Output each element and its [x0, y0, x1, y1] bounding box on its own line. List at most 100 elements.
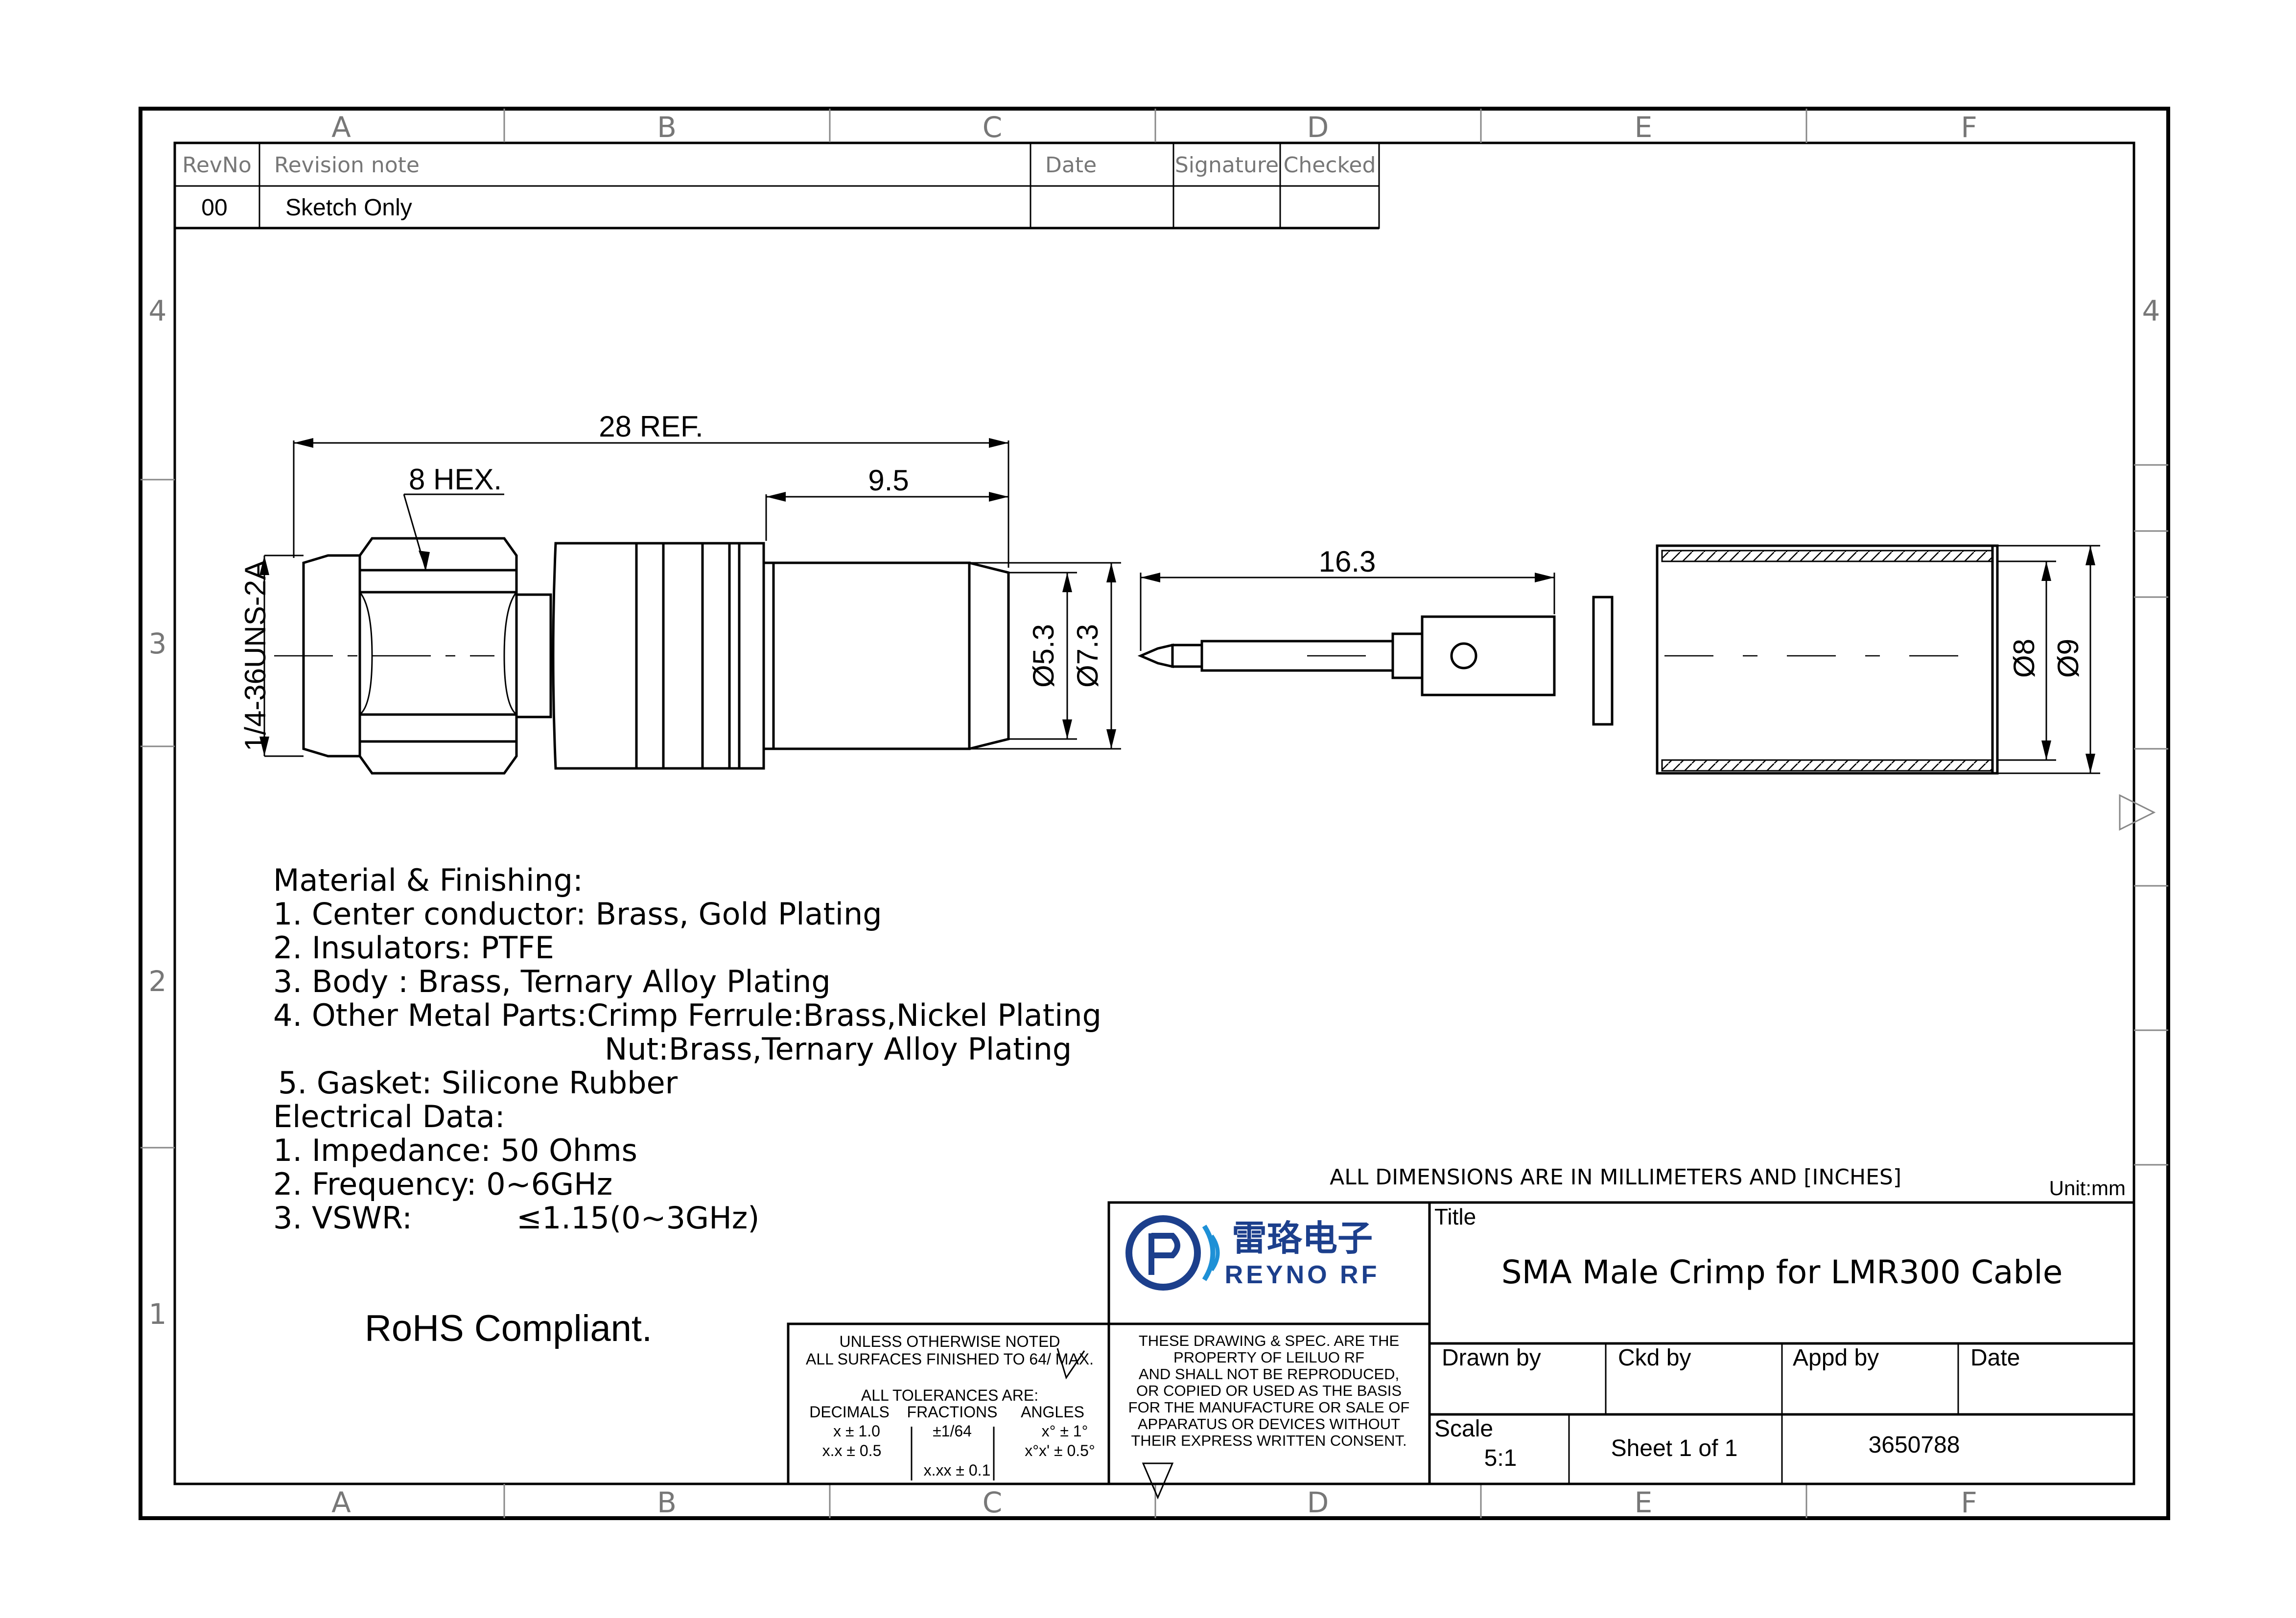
- zone-ticks-top: [503, 109, 1807, 143]
- connector-body: [274, 537, 1010, 775]
- notes-material-4: 4. Other Metal Parts:Crimp Ferrule:Brass…: [273, 997, 1101, 1033]
- zone-col-c-bottom: C: [983, 1486, 1003, 1519]
- property-notice-line: OR COPIED OR USED AS THE BASIS: [1136, 1382, 1402, 1399]
- dim-crimp-length: [765, 492, 1008, 541]
- logo-chinese: 雷珞电子: [1232, 1218, 1373, 1259]
- logo-english: REYNO RF: [1225, 1261, 1380, 1289]
- tol-line2: ALL SURFACES FINISHED TO 64/ MAX.: [806, 1350, 1094, 1368]
- zone-row-1-left: 1: [149, 1297, 167, 1331]
- tol-dec2: x.x ± 0.5: [822, 1442, 882, 1459]
- drawing-title: SMA Male Crimp for LMR300 Cable: [1501, 1253, 2063, 1291]
- tol-frac2: x.xx ± 0.1: [924, 1461, 991, 1479]
- appd-by-label: Appd by: [1793, 1345, 1879, 1371]
- center-pin: [1137, 615, 1556, 696]
- all-dimensions-note: ALL DIMENSIONS ARE IN MILLIMETERS AND [I…: [1330, 1165, 1901, 1190]
- part-number: 3650788: [1869, 1432, 1960, 1458]
- dim-pin-length: [1140, 573, 1555, 651]
- dim-crimp-label: 9.5: [868, 464, 909, 497]
- property-notice-line: THEIR EXPRESS WRITTEN CONSENT.: [1131, 1432, 1406, 1449]
- property-notice-line: APPARATUS OR DEVICES WITHOUT: [1138, 1415, 1400, 1433]
- rev-row-note: Sketch Only: [285, 195, 412, 221]
- dim-ferrule-d2-label: Ø9: [2052, 639, 2085, 678]
- zone-row-3-left: 3: [149, 627, 167, 660]
- tol-frac1: ±1/64: [933, 1422, 972, 1440]
- outer-border: [139, 107, 2170, 1520]
- rev-header-checked: Checked: [1284, 153, 1376, 178]
- dim-pin-label: 16.3: [1319, 545, 1376, 578]
- sheet-label: Sheet 1 of 1: [1611, 1435, 1738, 1461]
- notes-material-heading: Material & Finishing:: [273, 862, 583, 898]
- notes-electrical-1: 1. Impedance: 50 Ohms: [273, 1133, 637, 1168]
- dim-d-outer-label: Ø7.3: [1071, 624, 1104, 688]
- notes-material-3: 3. Body : Brass, Ternary Alloy Plating: [273, 964, 831, 999]
- title-block: [1428, 1201, 2135, 1485]
- drawn-by-label: Drawn by: [1442, 1345, 1541, 1371]
- tol-ang2: x°x' ± 0.5°: [1025, 1442, 1095, 1459]
- property-notice-line: AND SHALL NOT BE REPRODUCED,: [1139, 1365, 1399, 1383]
- zone-col-e-bottom: E: [1635, 1486, 1653, 1519]
- rev-row-revno: 00: [201, 195, 227, 221]
- zone-ticks-left: [141, 479, 175, 1149]
- dim-overall-label: 28 REF.: [599, 410, 703, 443]
- property-notice-line: PROPERTY OF LEILUO RF: [1173, 1349, 1364, 1366]
- zone-ticks-bottom: [503, 1484, 1807, 1518]
- zone-col-f-top: F: [1961, 111, 1977, 144]
- rohs-label: RoHS Compliant.: [365, 1308, 652, 1349]
- tol-line1: UNLESS OTHERWISE NOTED: [839, 1333, 1060, 1350]
- rev-header-signature: Signature: [1175, 153, 1279, 178]
- projection-triangle-icon: [1142, 1462, 1174, 1500]
- dim-thread-label: 1/4-36UNS-2A: [239, 560, 272, 751]
- zone-col-c-top: C: [983, 111, 1003, 144]
- zone-col-e-top: E: [1635, 111, 1653, 144]
- zone-col-a-bottom: A: [331, 1486, 351, 1519]
- tol-h-angles: ANGLES: [1021, 1403, 1084, 1421]
- scale-value: 5:1: [1484, 1445, 1517, 1471]
- tol-ang1: x° ± 1°: [1042, 1422, 1088, 1440]
- date-label: Date: [1970, 1345, 2020, 1371]
- tol-line3: ALL TOLERANCES ARE:: [861, 1387, 1038, 1404]
- crimp-ferrule: [1656, 544, 1999, 775]
- zone-ticks-right: [2119, 464, 2168, 1166]
- zone-row-2-left: 2: [149, 965, 167, 998]
- orientation-triangle-icon: [2119, 794, 2156, 831]
- gasket: [1592, 596, 1614, 726]
- zone-row-4-right: 4: [2142, 294, 2160, 327]
- tol-h-fractions: FRACTIONS: [907, 1403, 998, 1421]
- rev-header-note: Revision note: [274, 153, 420, 178]
- zone-col-b-top: B: [657, 111, 677, 144]
- dim-ferrule-d1-label: Ø8: [2008, 639, 2040, 678]
- revision-table: [174, 142, 1380, 230]
- dim-overall: [293, 438, 1009, 568]
- unit-label: Unit:mm: [2049, 1177, 2126, 1200]
- reyno-logo-icon: [1125, 1215, 1220, 1291]
- zone-col-a-top: A: [331, 111, 351, 144]
- zone-col-b-bottom: B: [657, 1486, 677, 1519]
- ckd-by-label: Ckd by: [1618, 1345, 1691, 1371]
- rev-header-date: Date: [1045, 153, 1097, 178]
- tol-dec1: x ± 1.0: [833, 1422, 880, 1440]
- dim-ferrule-right: [1997, 545, 2100, 774]
- zone-col-d-bottom: D: [1307, 1486, 1329, 1519]
- tol-h-decimals: DECIMALS: [809, 1403, 890, 1421]
- scale-label: Scale: [1434, 1416, 1493, 1442]
- notes-material-5: 5. Gasket: Silicone Rubber: [278, 1065, 678, 1101]
- title-label: Title: [1434, 1204, 1476, 1229]
- dim-thread: [259, 555, 304, 757]
- dim-ferrule-diameters: [969, 562, 1121, 750]
- notes-electrical-2: 2. Frequency: 0~6GHz: [273, 1166, 612, 1202]
- notes-vswr-value: ≤1.15(0~3GHz): [516, 1200, 759, 1236]
- notes-material-4-cont: Nut:Brass,Ternary Alloy Plating: [605, 1031, 1072, 1067]
- property-notice-line: THESE DRAWING & SPEC. ARE THE: [1139, 1332, 1399, 1349]
- zone-col-f-bottom: F: [1961, 1486, 1977, 1519]
- notes: Material & Finishing: 1. Center conducto…: [273, 862, 1101, 1349]
- notes-electrical-heading: Electrical Data:: [273, 1099, 505, 1134]
- zone-row-4-left: 4: [149, 294, 167, 327]
- dim-hex-label: 8 HEX.: [409, 463, 502, 496]
- notes-vswr-label: 3. VSWR:: [273, 1200, 412, 1236]
- dim-d-inner-label: Ø5.3: [1027, 624, 1060, 688]
- notes-material-2: 2. Insulators: PTFE: [273, 930, 554, 966]
- notes-material-1: 1. Center conductor: Brass, Gold Plating: [273, 896, 882, 932]
- dim-hex-leader: [403, 493, 504, 571]
